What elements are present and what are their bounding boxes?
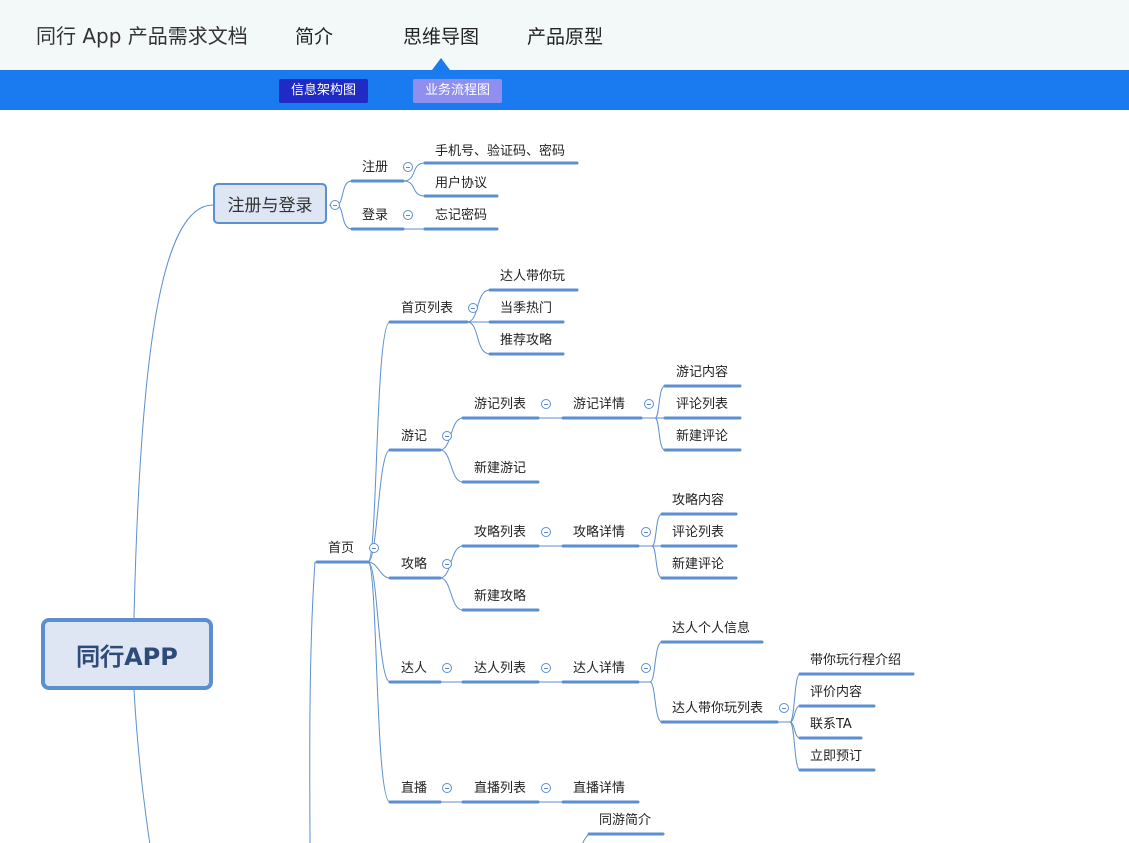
- collapse-toggle-icon[interactable]: [641, 527, 651, 537]
- mindmap-connectors: [133, 161, 915, 843]
- node-register[interactable]: 注册: [362, 160, 389, 175]
- node-travelogue-detail[interactable]: 游记详情: [573, 397, 626, 412]
- sub-navigation-bar: 信息架构图 业务流程图: [0, 70, 1129, 110]
- node-guide-new-comment[interactable]: 新建评论: [672, 557, 725, 572]
- top-header: 同行 App 产品需求文档 简介 思维导图 产品原型: [0, 0, 1129, 70]
- node-trip-reviews[interactable]: 评价内容: [810, 685, 863, 700]
- node-guide[interactable]: 攻略: [401, 557, 428, 572]
- node-new-guide[interactable]: 新建攻略: [474, 589, 527, 604]
- node-guide-comments[interactable]: 评论列表: [672, 525, 725, 540]
- collapse-toggle-icon[interactable]: [644, 399, 654, 409]
- node-recommended-guides[interactable]: 推荐攻略: [500, 333, 553, 348]
- node-home[interactable]: 首页: [328, 541, 355, 556]
- node-guide-content[interactable]: 攻略内容: [672, 493, 725, 508]
- nav-tab-prototype[interactable]: 产品原型: [527, 26, 604, 48]
- collapse-toggle-icon[interactable]: [442, 783, 452, 793]
- node-forgot-password[interactable]: 忘记密码: [435, 208, 488, 223]
- node-guide-list[interactable]: 攻略列表: [474, 525, 527, 540]
- subtab-business-flow[interactable]: 业务流程图: [413, 79, 503, 103]
- node-trip-intro[interactable]: 带你玩行程介绍: [810, 653, 902, 668]
- node-register-phone[interactable]: 手机号、验证码、密码: [435, 144, 566, 159]
- root-node[interactable]: 同行APP: [41, 618, 213, 690]
- active-tab-caret-icon: [432, 58, 450, 70]
- node-travelogue-new-comment[interactable]: 新建评论: [676, 429, 729, 444]
- collapse-toggle-icon[interactable]: [369, 543, 379, 553]
- node-live-detail[interactable]: 直播详情: [573, 781, 626, 796]
- node-travelogue-content[interactable]: 游记内容: [676, 365, 729, 380]
- collapse-toggle-icon[interactable]: [541, 783, 551, 793]
- node-live-list[interactable]: 直播列表: [474, 781, 527, 796]
- node-companion-intro[interactable]: 同游简介: [599, 813, 652, 828]
- collapse-toggle-icon[interactable]: [442, 431, 452, 441]
- node-new-travelogue[interactable]: 新建游记: [474, 461, 527, 476]
- collapse-toggle-icon[interactable]: [403, 162, 413, 172]
- collapse-toggle-icon[interactable]: [403, 210, 413, 220]
- node-register-agreement[interactable]: 用户协议: [435, 176, 488, 191]
- node-home-list[interactable]: 首页列表: [401, 301, 454, 316]
- node-expert-detail[interactable]: 达人详情: [573, 661, 626, 676]
- collapse-toggle-icon[interactable]: [541, 399, 551, 409]
- node-live[interactable]: 直播: [401, 781, 428, 796]
- collapse-toggle-icon[interactable]: [641, 663, 651, 673]
- mindmap-canvas[interactable]: 同行APP 注册与登录 注册 手机号、验证码、密码 用户协议 登录 忘记密码 首…: [0, 110, 1129, 843]
- nav-tab-mindmap[interactable]: 思维导图: [403, 26, 480, 48]
- node-travelogue-comments[interactable]: 评论列表: [676, 397, 729, 412]
- node-book-now[interactable]: 立即预订: [810, 749, 863, 764]
- node-guide-detail[interactable]: 攻略详情: [573, 525, 626, 540]
- collapse-toggle-icon[interactable]: [468, 303, 478, 313]
- collapse-toggle-icon[interactable]: [541, 663, 551, 673]
- collapse-toggle-icon[interactable]: [541, 527, 551, 537]
- node-expert-list[interactable]: 达人列表: [474, 661, 527, 676]
- collapse-toggle-icon[interactable]: [330, 200, 340, 210]
- node-login[interactable]: 登录: [362, 208, 389, 223]
- node-travelogue[interactable]: 游记: [401, 429, 428, 444]
- collapse-toggle-icon[interactable]: [779, 703, 789, 713]
- node-contact-ta[interactable]: 联系TA: [810, 717, 852, 732]
- node-expert-trip-list[interactable]: 达人带你玩列表: [672, 701, 764, 716]
- node-register-login[interactable]: 注册与登录: [213, 183, 327, 224]
- node-expert-play[interactable]: 达人带你玩: [500, 269, 566, 284]
- node-travelogue-list[interactable]: 游记列表: [474, 397, 527, 412]
- node-expert-profile[interactable]: 达人个人信息: [672, 621, 751, 636]
- node-expert[interactable]: 达人: [401, 661, 428, 676]
- nav-tab-intro[interactable]: 简介: [295, 26, 334, 48]
- subtab-info-architecture[interactable]: 信息架构图: [279, 79, 369, 103]
- collapse-toggle-icon[interactable]: [442, 559, 452, 569]
- collapse-toggle-icon[interactable]: [442, 663, 452, 673]
- app-title: 同行 App 产品需求文档: [36, 24, 248, 48]
- node-seasonal-hot[interactable]: 当季热门: [500, 301, 553, 316]
